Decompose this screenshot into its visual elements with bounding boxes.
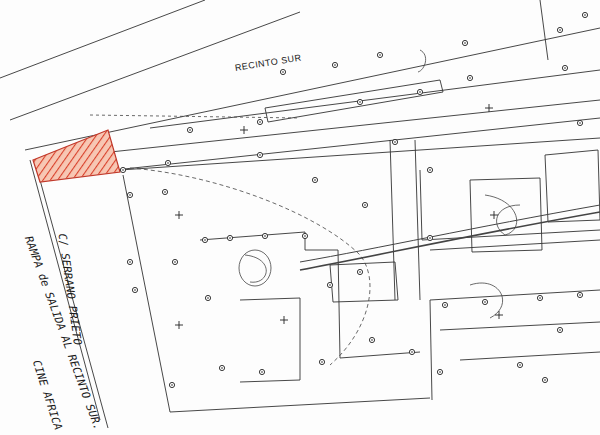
handwritten-note: CINE AFRICA	[31, 358, 64, 431]
area-name: RECINTO SUR	[234, 54, 302, 73]
